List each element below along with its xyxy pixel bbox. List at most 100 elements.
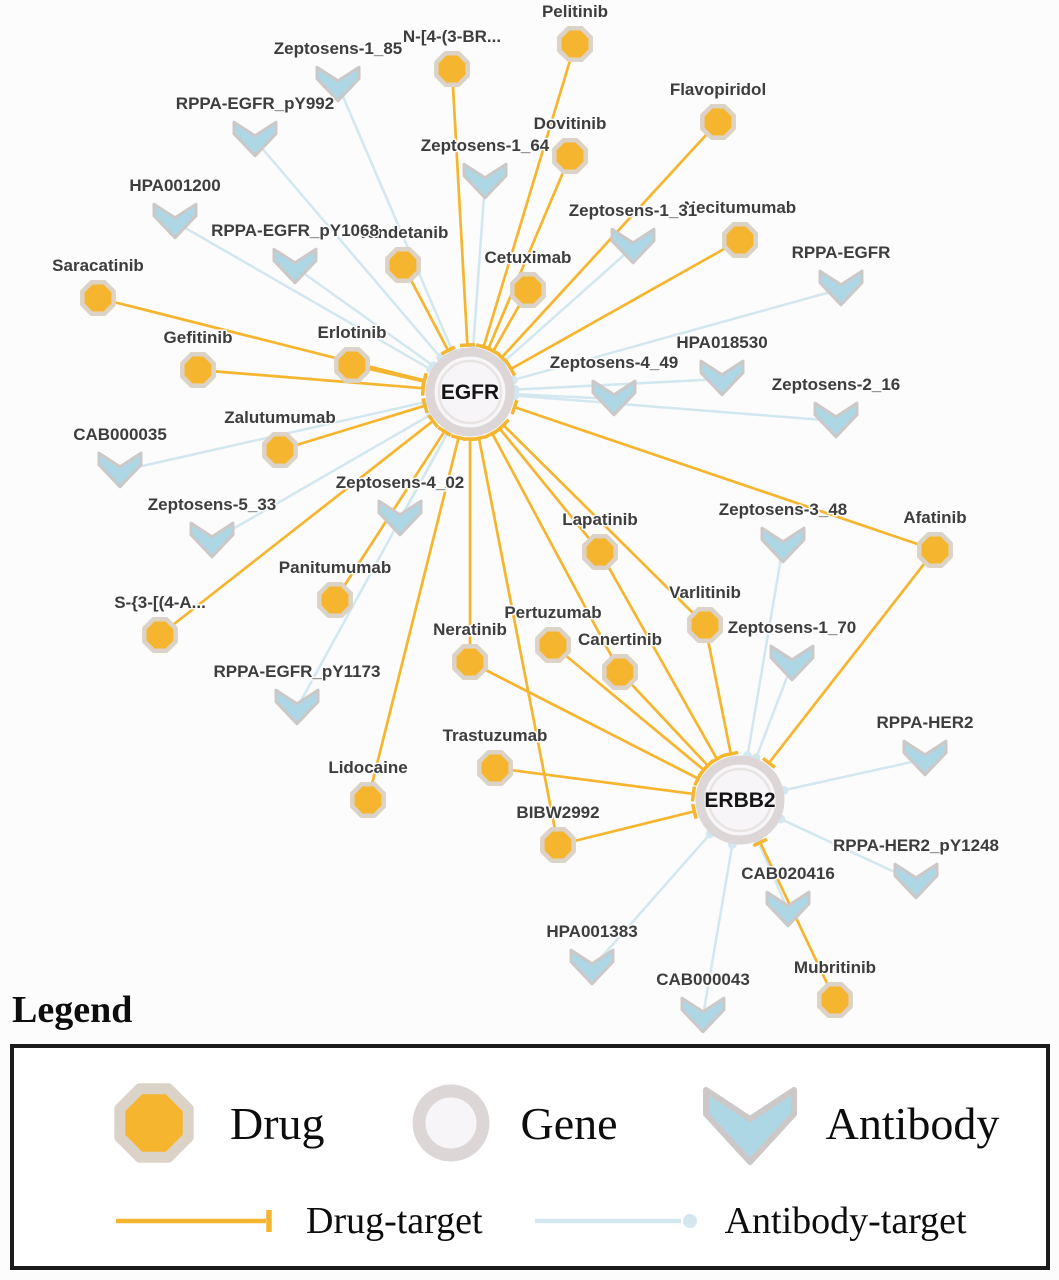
node-label-saracatinib: Saracatinib bbox=[52, 256, 144, 275]
edge-lidocaine-egfr bbox=[366, 434, 467, 801]
edge-afatinib-egfr bbox=[510, 399, 936, 552]
edge-canertinib-egfr bbox=[484, 428, 622, 673]
edge-hpa001383-erbb2 bbox=[591, 829, 715, 969]
node-erlotinib bbox=[334, 347, 370, 383]
node-label-necitumumab: Necitumumab bbox=[684, 198, 796, 217]
node-zeptosens-1-85 bbox=[315, 65, 361, 103]
edge-n-4-3-br-egfr bbox=[450, 68, 475, 348]
node-zeptosens-3-48 bbox=[760, 526, 806, 564]
edge-s-3-4-a-egfr bbox=[159, 414, 440, 637]
node-label-erlotinib: Erlotinib bbox=[318, 323, 387, 342]
edge-bibw2992-egfr bbox=[471, 434, 560, 846]
node-label-pertuzumab: Pertuzumab bbox=[504, 603, 601, 622]
node-zeptosens-1-64 bbox=[462, 162, 508, 200]
node-label-lidocaine: Lidocaine bbox=[328, 758, 407, 777]
edge-varlitinib-egfr bbox=[496, 418, 706, 626]
edge-canertinib-erbb2 bbox=[619, 671, 715, 773]
node-cab000043 bbox=[680, 996, 726, 1034]
node-label-rppa-egfr-py992: RPPA-EGFR_pY992 bbox=[176, 94, 334, 113]
legend-item-drug-target: Drug-target bbox=[114, 1199, 483, 1243]
legend-title: Legend bbox=[12, 989, 133, 1031]
node-label-s-3-4-a: S-{3-[(4-A... bbox=[114, 593, 206, 612]
node-label-afatinib: Afatinib bbox=[903, 508, 966, 527]
node-label-rppa-her2: RPPA-HER2 bbox=[877, 713, 974, 732]
network-graph: EGFRERBB2PelitinibN-[4-(3-BR...Dovitinib… bbox=[51, 1, 1001, 1034]
edge-trastuzumab-erbb2 bbox=[494, 766, 697, 802]
node-zeptosens-5-33 bbox=[189, 521, 235, 559]
node-rppa-egfr-py992 bbox=[232, 120, 278, 158]
edge-cab000043-erbb2 bbox=[701, 839, 737, 1017]
node-neratinib bbox=[452, 644, 488, 680]
node-zeptosens-1-31 bbox=[610, 227, 656, 265]
node-label-dovitinib: Dovitinib bbox=[534, 114, 607, 133]
node-label-rppa-her2-py1248: RPPA-HER2_pY1248 bbox=[833, 836, 999, 855]
legend-gene-label: Gene bbox=[520, 1097, 618, 1149]
node-saracatinib bbox=[80, 280, 116, 316]
edge-afatinib-erbb2 bbox=[761, 549, 937, 769]
node-vandetanib bbox=[385, 247, 421, 283]
node-label-zeptosens-1-85: Zeptosens-1_85 bbox=[274, 39, 403, 58]
edge-mubritinib-erbb2 bbox=[752, 837, 837, 1001]
legend-item-antibody-target: Antibody-target bbox=[533, 1199, 967, 1243]
node-label-zeptosens-1-31: Zeptosens-1_31 bbox=[569, 201, 698, 220]
edge-flavopiridol-egfr bbox=[495, 121, 719, 364]
node-afatinib bbox=[917, 532, 953, 568]
node-label-bibw2992: BIBW2992 bbox=[516, 803, 599, 822]
edge-zeptosens-1-70-erbb2 bbox=[751, 663, 794, 763]
node-zalutumumab bbox=[262, 432, 298, 468]
node-zeptosens-4-49 bbox=[591, 379, 637, 417]
node-erbb2 bbox=[695, 755, 785, 845]
node-hpa001383 bbox=[569, 948, 615, 986]
node-zeptosens-1-70 bbox=[769, 644, 815, 682]
legend-item-antibody: Antibody bbox=[698, 1071, 1000, 1175]
node-trastuzumab bbox=[477, 750, 513, 786]
node-label-hpa001200: HPA001200 bbox=[129, 176, 220, 195]
node-hpa001200 bbox=[152, 202, 198, 240]
edge-bibw2992-erbb2 bbox=[557, 803, 698, 847]
node-label-zeptosens-4-49: Zeptosens-4_49 bbox=[550, 353, 679, 372]
node-label-zeptosens-5-33: Zeptosens-5_33 bbox=[148, 495, 277, 514]
node-egfr bbox=[425, 347, 515, 437]
legend-box: Drug Gene Antibody Dr bbox=[10, 1044, 1050, 1270]
node-mubritinib bbox=[817, 982, 853, 1018]
node-varlitinib bbox=[687, 607, 723, 643]
node-bibw2992 bbox=[540, 827, 576, 863]
node-label-rppa-egfr-py1068: RPPA-EGFR_pY1068 bbox=[211, 221, 379, 240]
labels-layer: EGFRERBB2PelitinibN-[4-(3-BR...Dovitinib… bbox=[51, 1, 1001, 991]
antibody-target-edge-icon bbox=[534, 1213, 697, 1228]
nodes-layer bbox=[80, 26, 953, 1034]
node-label-hpa001383: HPA001383 bbox=[546, 922, 637, 941]
node-label-neratinib: Neratinib bbox=[433, 620, 507, 639]
node-label-vandetanib: Vandetanib bbox=[358, 223, 449, 242]
node-s-3-4-a bbox=[142, 617, 178, 653]
node-dovitinib bbox=[552, 138, 588, 174]
legend-antibody-target-label: Antibody-target bbox=[724, 1199, 967, 1242]
edge-zeptosens-1-64-egfr bbox=[468, 181, 487, 352]
drug-target-edge-icon bbox=[116, 1209, 272, 1232]
node-label-zeptosens-2-16: Zeptosens-2_16 bbox=[772, 375, 901, 394]
legend-antibody-label: Antibody bbox=[825, 1097, 1000, 1149]
node-label-gefitinib: Gefitinib bbox=[164, 328, 233, 347]
node-label-egfr: EGFR bbox=[441, 381, 499, 404]
node-label-zeptosens-4-02: Zeptosens-4_02 bbox=[336, 473, 465, 492]
node-rppa-her2-py1248 bbox=[893, 862, 939, 900]
node-rppa-egfr-py1173 bbox=[274, 688, 320, 726]
node-label-pelitinib: Pelitinib bbox=[542, 2, 608, 21]
node-cetuximab bbox=[510, 272, 546, 308]
node-label-cab000043: CAB000043 bbox=[656, 970, 750, 989]
node-label-cab000035: CAB000035 bbox=[73, 425, 167, 444]
legend-node-types-row: Drug Gene Antibody bbox=[14, 1071, 1046, 1175]
node-label-zeptosens-1-64: Zeptosens-1_64 bbox=[421, 136, 550, 155]
edge-zalutumumab-egfr bbox=[279, 398, 429, 452]
node-label-lapatinib: Lapatinib bbox=[562, 510, 638, 529]
node-label-mubritinib: Mubritinib bbox=[794, 958, 876, 977]
edge-varlitinib-erbb2 bbox=[703, 624, 739, 758]
legend-drug-target-label: Drug-target bbox=[306, 1199, 483, 1242]
gene-circle-icon bbox=[412, 1084, 490, 1162]
node-label-rppa-egfr: RPPA-EGFR bbox=[792, 243, 891, 262]
node-panitumumab bbox=[317, 582, 353, 618]
legend-drug-label: Drug bbox=[230, 1097, 325, 1149]
node-label-cab020416: CAB020416 bbox=[741, 864, 835, 883]
node-label-varlitinib: Varlitinib bbox=[669, 583, 741, 602]
